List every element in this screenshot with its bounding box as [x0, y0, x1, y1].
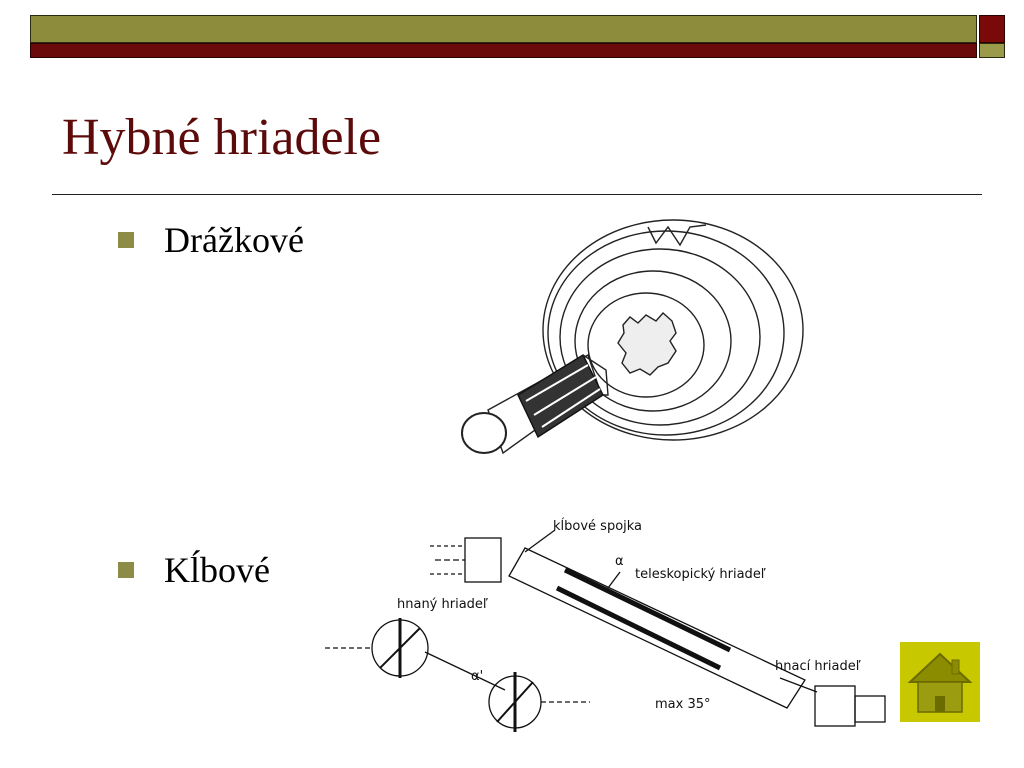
home-icon — [907, 652, 973, 713]
bullet-item-splined: Drážkové — [118, 222, 304, 258]
top-bar-corner-square — [979, 15, 1005, 43]
home-button[interactable] — [900, 642, 980, 722]
bullet-label: Kĺbové — [164, 550, 270, 590]
label-telescopic: teleskopický hriadeľ — [635, 567, 766, 582]
top-decoration-bar — [30, 15, 1006, 59]
label-alpha-2: α — [615, 554, 624, 569]
universal-joint-figure: kĺbové spojka teleskopický hriadeľ hnaný… — [325, 518, 886, 732]
bullet-label: Drážkové — [164, 220, 304, 260]
label-max-angle: max 35° — [655, 697, 711, 712]
label-joint: kĺbové spojka — [553, 518, 642, 534]
label-driven: hnaný hriadeľ — [397, 597, 488, 612]
title-divider — [52, 194, 982, 195]
splined-shaft-figure — [461, 219, 804, 455]
top-bar-maroon — [30, 43, 977, 58]
label-driving: hnací hriadeľ — [775, 659, 861, 674]
bullet-item-universal-joint: Kĺbové — [118, 552, 270, 588]
label-alpha-1: α' — [471, 669, 483, 684]
top-bar-corner-square-lower — [979, 43, 1005, 58]
slide-title: Hybné hriadele — [62, 109, 382, 166]
top-bar-olive — [30, 15, 977, 43]
bullet-square-icon — [118, 562, 134, 578]
bullet-square-icon — [118, 232, 134, 248]
